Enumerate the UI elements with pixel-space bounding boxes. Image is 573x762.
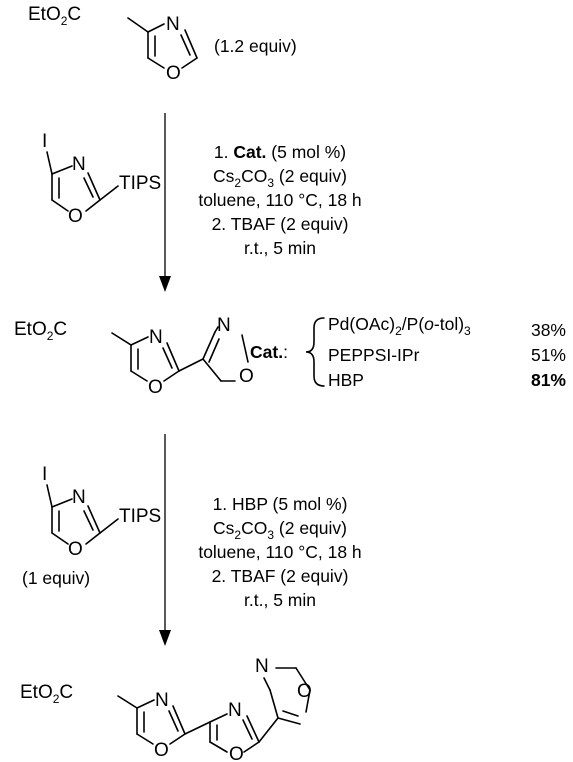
ring3-atom-o: O xyxy=(297,681,312,702)
tips-group: TIPS xyxy=(119,506,161,527)
product-bisoxazole: EtO2C N O N O xyxy=(14,315,254,398)
catalyst-screening-table: Cat.: Pd(OAc)2/P(o-tol)3 38% PEPPSI-IPr … xyxy=(250,314,566,390)
catalyst-name-2: PEPPSI-IPr xyxy=(328,345,420,365)
atom-o: O xyxy=(68,539,83,560)
condition-line-5: r.t., 5 min xyxy=(244,590,316,610)
reagent-ethyl-oxazole-carboxylate: EtO2C N O (1.2 equiv) xyxy=(28,4,297,84)
ester-label: EtO2C xyxy=(14,319,67,343)
ring3-atom-n: N xyxy=(255,656,269,677)
ester-label: EtO2C xyxy=(20,682,73,706)
catalyst-name-3: HBP xyxy=(328,370,364,390)
condition-line-3: toluene, 110 °C, 18 h xyxy=(198,542,361,562)
condition-line-1: 1. Cat. (5 mol %) xyxy=(214,142,346,162)
conditions-step-2: 1. HBP (5 mol %) Cs2CO3 (2 equiv) toluen… xyxy=(198,494,361,610)
ring2-atom-n: N xyxy=(228,700,242,721)
atom-n: N xyxy=(166,14,180,35)
condition-line-3: toluene, 110 °C, 18 h xyxy=(198,190,361,210)
condition-line-2: Cs2CO3 (2 equiv) xyxy=(213,518,347,542)
ring2-atom-o: O xyxy=(229,744,244,762)
ester-label: EtO2C xyxy=(28,4,81,28)
catalyst-name-1: Pd(OAc)2/P(o-tol)3 xyxy=(328,314,471,338)
condition-line-4: 2. TBAF (2 equiv) xyxy=(212,566,349,586)
conditions-step-1: 1. Cat. (5 mol %) Cs2CO3 (2 equiv) tolue… xyxy=(198,142,361,258)
reaction-arrow-2 xyxy=(159,434,171,646)
condition-line-4: 2. TBAF (2 equiv) xyxy=(212,214,349,234)
iodine-atom: I xyxy=(42,464,47,485)
condition-line-2: Cs2CO3 (2 equiv) xyxy=(213,166,347,190)
ring1-atom-n: N xyxy=(149,327,163,348)
catalyst-yield-2: 51% xyxy=(531,345,566,365)
atom-n: N xyxy=(72,487,86,508)
atom-o: O xyxy=(68,206,83,227)
equiv-label: (1.2 equiv) xyxy=(214,36,297,56)
iodo-oxazole-reagent-2: I N O TIPS (1 equiv) xyxy=(22,464,161,588)
brace xyxy=(305,317,325,387)
atom-o: O xyxy=(166,63,181,84)
catalyst-yield-1: 38% xyxy=(531,320,566,340)
tips-group: TIPS xyxy=(119,173,161,194)
equiv-label: (1 equiv) xyxy=(22,568,90,588)
product-trisoxazole: EtO2C N O N O N O xyxy=(20,656,312,762)
ring2-atom-o: O xyxy=(239,366,254,387)
ring2-atom-n: N xyxy=(217,315,231,336)
iodine-atom: I xyxy=(42,131,47,152)
ring1-atom-n: N xyxy=(155,690,169,711)
condition-line-1: 1. HBP (5 mol %) xyxy=(213,494,348,514)
catalyst-label: Cat.: xyxy=(250,342,288,362)
ring1-atom-o: O xyxy=(148,377,163,398)
reaction-arrow-1 xyxy=(159,113,171,292)
iodo-oxazole-reagent-1: I N O TIPS xyxy=(42,131,161,227)
ring1-atom-o: O xyxy=(154,740,169,761)
catalyst-yield-3: 81% xyxy=(531,370,566,390)
condition-line-5: r.t., 5 min xyxy=(244,238,316,258)
atom-n: N xyxy=(72,154,86,175)
